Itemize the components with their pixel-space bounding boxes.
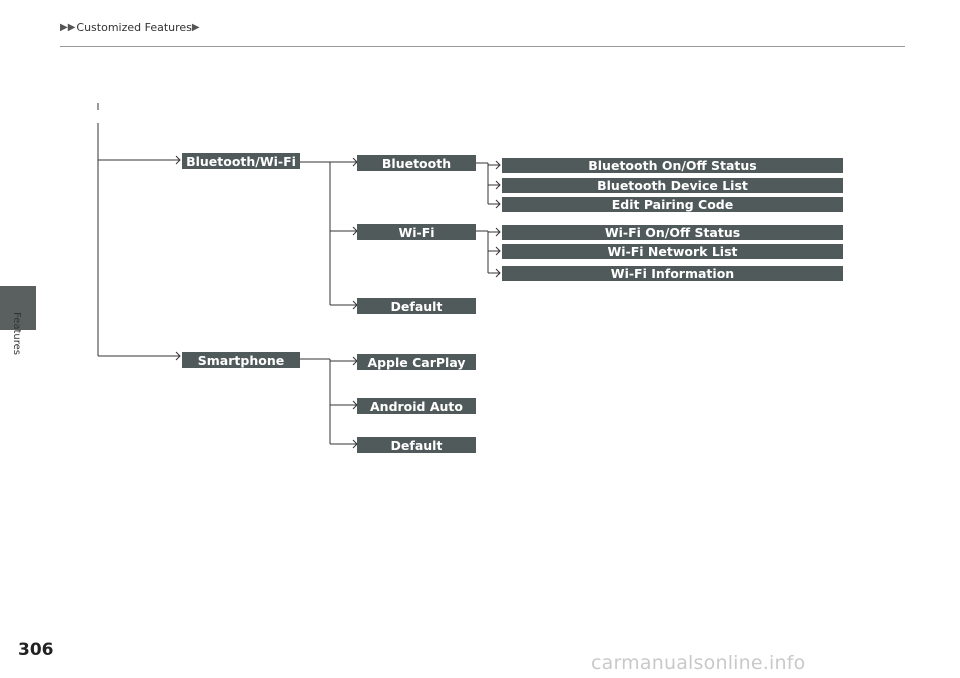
breadcrumb-arrow-icon: ▶▶ — [60, 22, 76, 33]
breadcrumb: ▶▶ Customized Features ▶ — [60, 21, 201, 34]
node-wifi: Wi-Fi — [357, 224, 476, 240]
node-bluetooth: Bluetooth — [357, 155, 476, 171]
node-wifi-information: Wi-Fi Information — [502, 266, 843, 281]
node-wifi-network-list: Wi-Fi Network List — [502, 244, 843, 259]
node-edit-pairing-code: Edit Pairing Code — [502, 197, 843, 212]
node-wifi-on-off-status: Wi-Fi On/Off Status — [502, 225, 843, 240]
page-number: 306 — [18, 640, 54, 660]
breadcrumb-label: Customized Features — [76, 21, 192, 34]
watermark: carmanualsonline.info — [591, 652, 806, 674]
node-apple-carplay: Apple CarPlay — [357, 354, 476, 370]
header-divider — [60, 46, 905, 47]
node-bluetooth-on-off-status: Bluetooth On/Off Status — [502, 158, 843, 173]
node-smartphone: Smartphone — [182, 352, 300, 368]
section-tab — [0, 286, 36, 330]
node-bluetooth-device-list: Bluetooth Device List — [502, 178, 843, 193]
node-bluetooth-wifi: Bluetooth/Wi-Fi — [182, 153, 300, 169]
node-default-bluetooth-wifi: Default — [357, 298, 476, 314]
breadcrumb-arrow-icon: ▶ — [191, 22, 200, 33]
node-android-auto: Android Auto — [357, 398, 476, 414]
node-default-smartphone: Default — [357, 437, 476, 453]
